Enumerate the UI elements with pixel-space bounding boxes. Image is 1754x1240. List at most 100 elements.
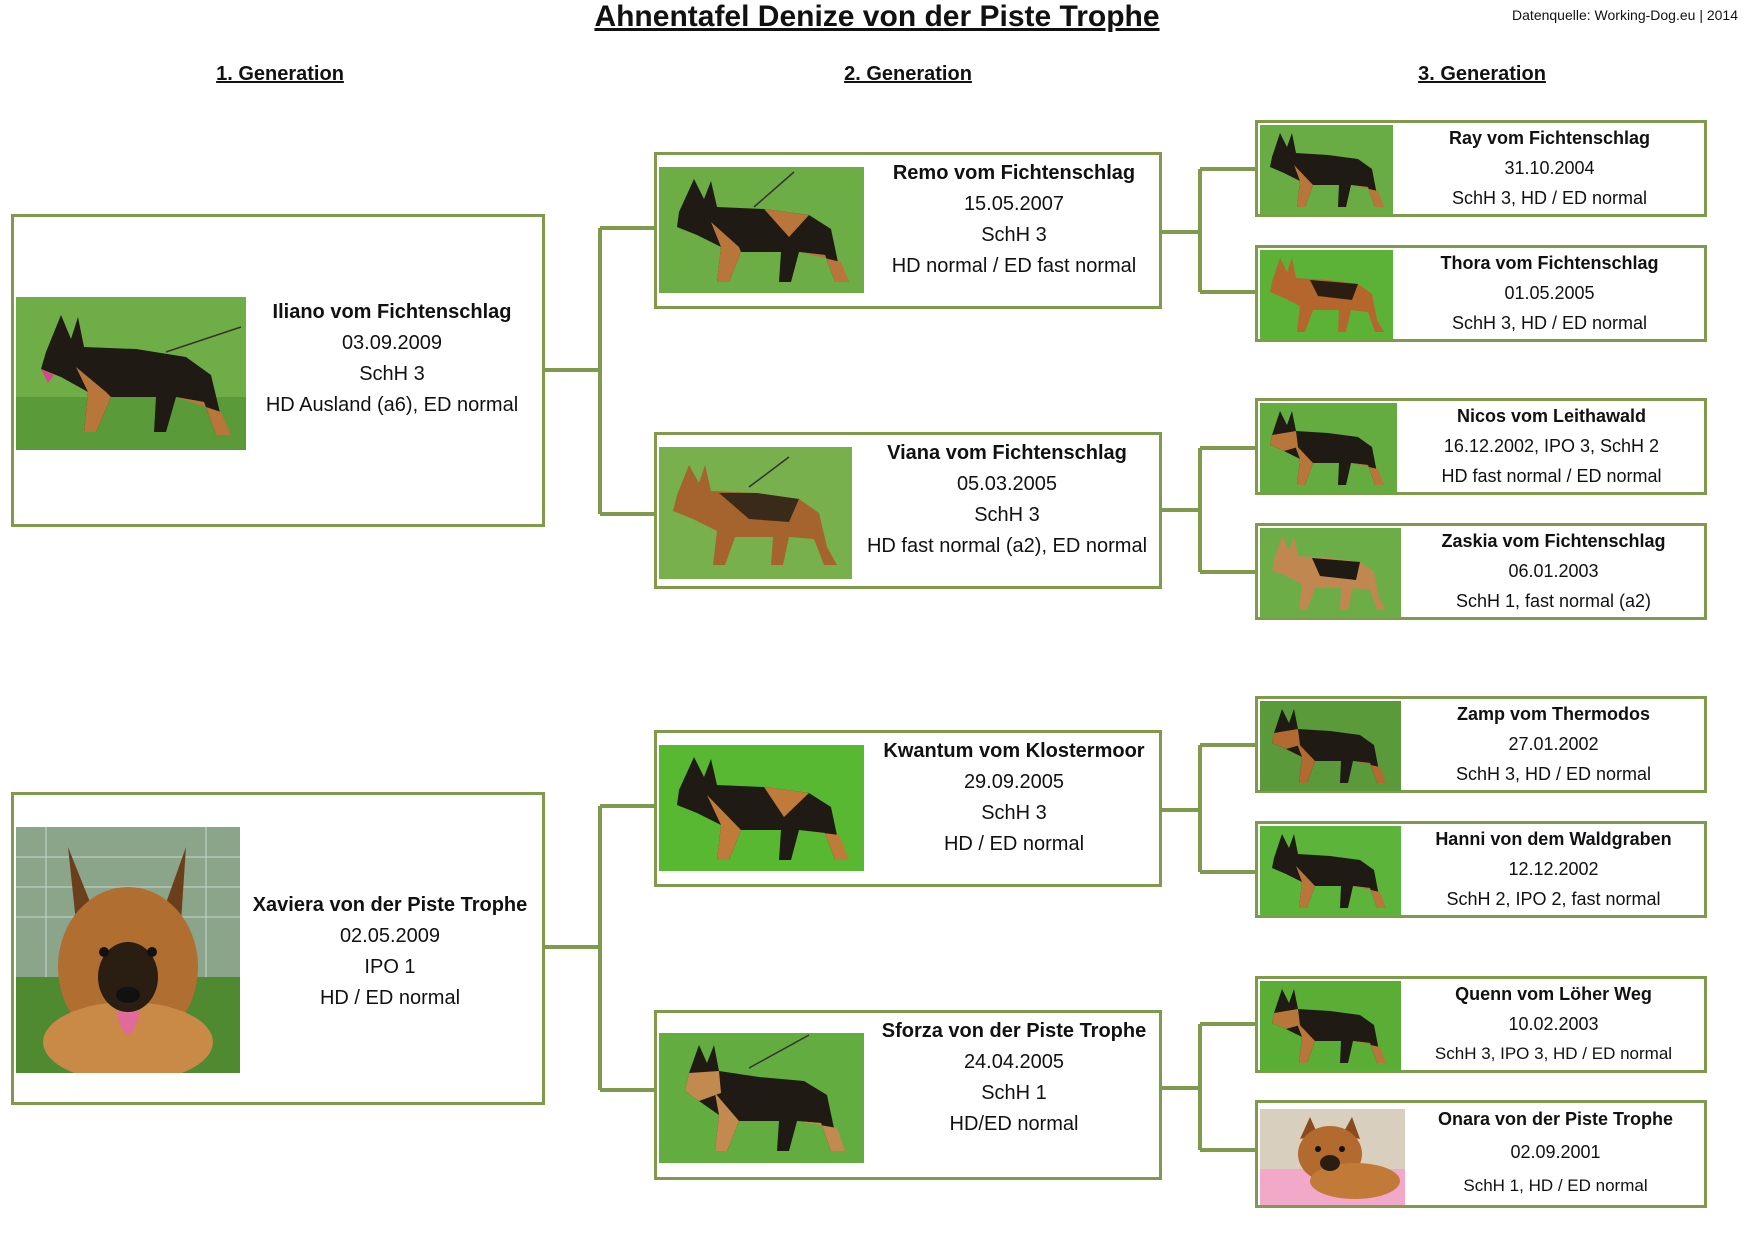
dog-title-health: SchH 3, HD / ED normal [1451,313,1648,333]
dog-card-sforza: Sforza von der Piste Trophe 24.04.2005 S… [654,1010,1162,1180]
dog-health: HD Ausland (a6), ED normal [265,394,519,416]
dog-standing-image [1260,403,1397,493]
dog-card-hanni: Hanni von dem Waldgraben 12.12.2002 SchH… [1255,821,1707,918]
dog-photo-iliano [16,297,246,450]
dog-name: Thora vom Fichtenschlag [1440,253,1659,273]
dog-lying-image [1260,1109,1405,1205]
dog-info-sforza: Sforza von der Piste Trophe 24.04.2005 S… [867,1016,1161,1140]
dog-name: Iliano vom Fichtenschlag [272,301,512,323]
dog-birthdate: 05.03.2005 [956,473,1058,495]
dog-photo-zamp [1260,701,1401,791]
dog-name: Xaviera von der Piste Trophe [252,894,528,916]
dog-photo-quenn [1260,981,1401,1071]
dog-standing-image [659,167,864,293]
page-title: Ahnentafel Denize von der Piste Trophe [594,0,1160,33]
dog-info-thora: Thora vom Fichtenschlag 01.05.2005 SchH … [1393,248,1706,338]
dog-photo-viana [659,447,852,579]
dog-title: SchH 3 [981,802,1047,824]
dog-title: SchH 3 [981,224,1047,246]
dog-portrait-image [16,827,240,1073]
data-source-note: Datenquelle: Working-Dog.eu | 2014 [1512,7,1738,23]
connector-kwantum [1162,743,1255,874]
dog-photo-sforza [659,1033,864,1163]
dog-health: HD / ED normal [319,987,461,1009]
dog-name: Zaskia vom Fichtenschlag [1441,531,1666,551]
dog-standing-image [659,745,864,871]
dog-title-health: SchH 3, HD / ED normal [1451,188,1648,208]
dog-title-health: SchH 3, HD / ED normal [1455,764,1652,784]
dog-name: Nicos vom Leithawald [1456,406,1647,426]
connector-iliano [545,226,654,516]
dog-standing-image [659,447,852,579]
connector-sforza [1162,1022,1255,1152]
dog-birthdate: 15.05.2007 [963,193,1065,215]
dog-info-ray: Ray vom Fichtenschlag 31.10.2004 SchH 3,… [1393,123,1706,213]
dog-birthdate: 03.09.2009 [341,332,443,354]
dog-info-zamp: Zamp vom Thermodos 27.01.2002 SchH 3, HD… [1401,699,1706,789]
dog-birthdate: 31.10.2004 [1504,158,1595,178]
dog-birthdate: 10.02.2003 [1508,1014,1599,1034]
dog-info-iliano: Iliano vom Fichtenschlag 03.09.2009 SchH… [252,297,532,421]
dog-photo-zaskia [1260,528,1401,618]
dog-standing-image [1260,528,1401,618]
dog-title-health: SchH 1, HD / ED normal [1463,1176,1648,1195]
dog-photo-thora [1260,250,1393,340]
dog-health: HD normal / ED fast normal [891,255,1137,277]
dog-card-viana: Viana vom Fichtenschlag 05.03.2005 SchH … [654,432,1162,589]
dog-title: SchH 3 [359,363,425,385]
dog-birthdate-titles: 16.12.2002, IPO 3, SchH 2 [1443,436,1660,456]
dog-info-quenn: Quenn vom Löher Weg 10.02.2003 SchH 3, I… [1401,979,1706,1069]
dog-info-hanni: Hanni von dem Waldgraben 12.12.2002 SchH… [1401,824,1706,914]
dog-birthdate: 12.12.2002 [1508,859,1599,879]
dog-title: SchH 1 [981,1082,1047,1104]
dog-card-zaskia: Zaskia vom Fichtenschlag 06.01.2003 SchH… [1255,523,1707,620]
dog-name: Ray vom Fichtenschlag [1448,128,1651,148]
dog-standing-image [659,1033,864,1163]
dog-name: Quenn vom Löher Weg [1455,984,1652,1004]
dog-info-zaskia: Zaskia vom Fichtenschlag 06.01.2003 SchH… [1401,526,1706,616]
dog-info-xaviera: Xaviera von der Piste Trophe 02.05.2009 … [240,890,540,1014]
dog-birthdate: 29.09.2005 [963,771,1065,793]
dog-title-health: SchH 2, IPO 2, fast normal [1446,889,1661,909]
dog-info-nicos: Nicos vom Leithawald 16.12.2002, IPO 3, … [1397,401,1706,491]
dog-card-nicos: Nicos vom Leithawald 16.12.2002, IPO 3, … [1255,398,1707,495]
dog-standing-image [1260,125,1393,215]
dog-photo-nicos [1260,403,1397,493]
dog-name: Onara von der Piste Trophe [1437,1109,1674,1129]
dog-birthdate: 27.01.2002 [1508,734,1599,754]
dog-title: SchH 3 [974,504,1040,526]
dog-name: Sforza von der Piste Trophe [881,1020,1147,1042]
dog-birthdate: 01.05.2005 [1504,283,1595,303]
dog-birthdate: 24.04.2005 [963,1051,1065,1073]
dog-card-zamp: Zamp vom Thermodos 27.01.2002 SchH 3, HD… [1255,696,1707,793]
dog-photo-kwantum [659,745,864,871]
dog-photo-ray [1260,125,1393,215]
dog-health: HD fast normal / ED normal [1441,466,1662,486]
dog-info-remo: Remo vom Fichtenschlag 15.05.2007 SchH 3… [867,158,1161,282]
dog-card-quenn: Quenn vom Löher Weg 10.02.2003 SchH 3, I… [1255,976,1707,1073]
generation-2-heading: 2. Generation [844,63,972,85]
dog-health: HD fast normal (a2), ED normal [866,535,1148,557]
dog-name: Kwantum vom Klostermoor [883,740,1145,762]
dog-info-onara: Onara von der Piste Trophe 02.09.2001 Sc… [1405,1103,1706,1202]
dog-birthdate: 06.01.2003 [1508,561,1599,581]
dog-photo-remo [659,167,864,293]
dog-standing-image [1260,981,1401,1071]
dog-title-health: SchH 1, fast normal (a2) [1455,591,1652,611]
generation-3-heading: 3. Generation [1418,63,1546,85]
dog-title: IPO 1 [364,956,416,978]
dog-photo-xaviera [16,827,240,1073]
dog-info-kwantum: Kwantum vom Klostermoor 29.09.2005 SchH … [867,736,1161,860]
dog-card-onara: Onara von der Piste Trophe 02.09.2001 Sc… [1255,1100,1707,1208]
connector-viana [1162,446,1255,574]
dog-birthdate: 02.09.2001 [1510,1142,1601,1162]
dog-standing-image [16,297,246,450]
dog-name: Remo vom Fichtenschlag [892,162,1136,184]
dog-info-viana: Viana vom Fichtenschlag 05.03.2005 SchH … [852,438,1162,562]
dog-health: HD / ED normal [943,833,1085,855]
connector-remo [1162,167,1255,294]
dog-standing-image [1260,250,1393,340]
dog-standing-image [1260,826,1401,916]
dog-health: HD/ED normal [949,1113,1079,1135]
